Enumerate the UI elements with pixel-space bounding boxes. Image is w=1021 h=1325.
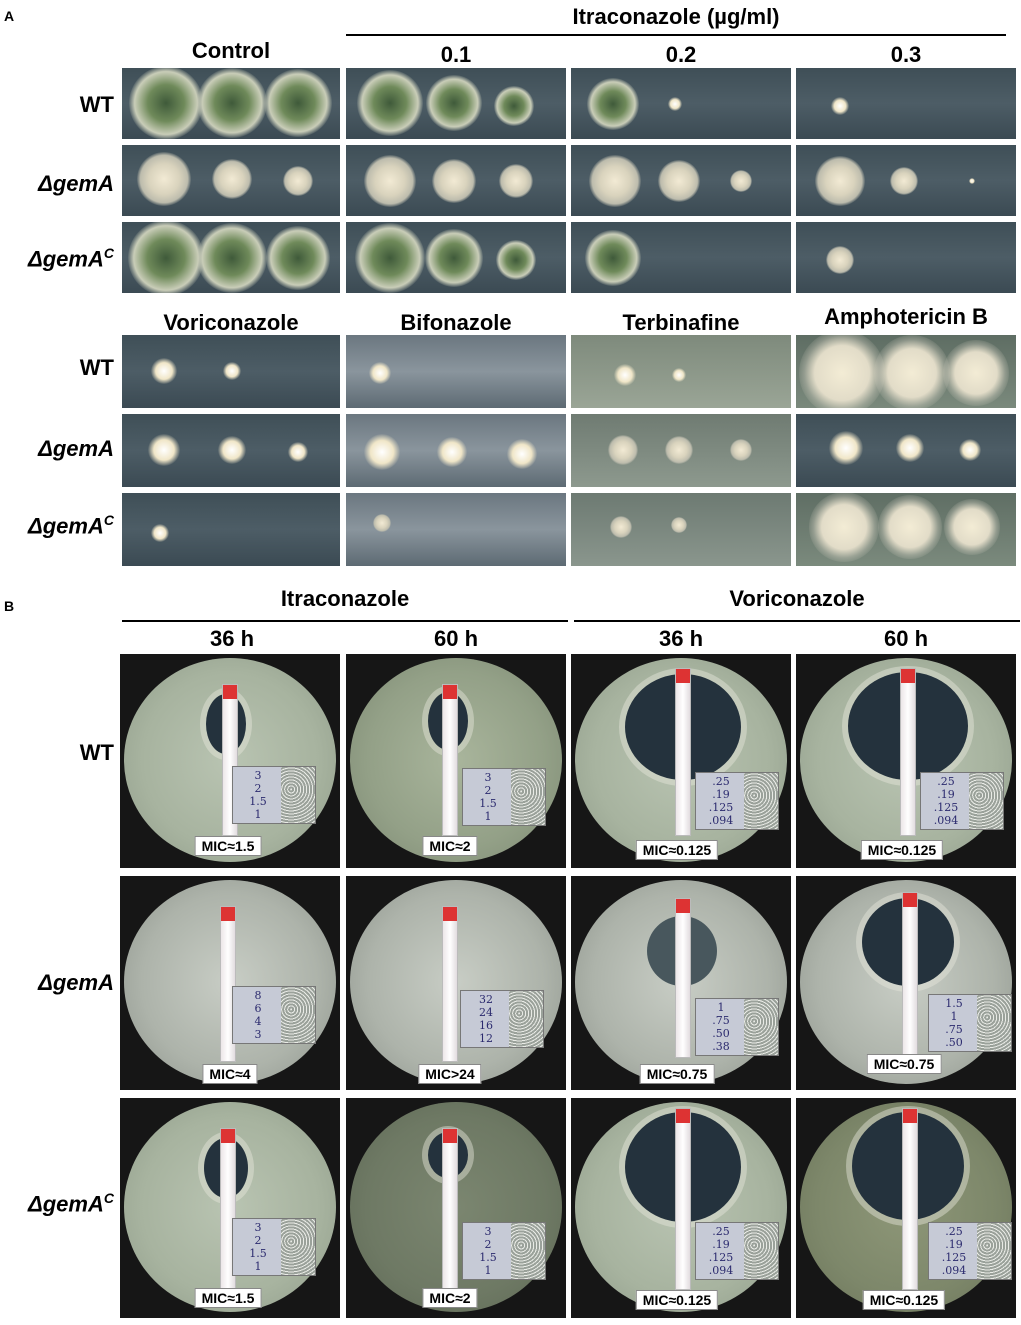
plate-wt-0.2 bbox=[571, 68, 791, 139]
row-label-wt-lower: WT bbox=[79, 355, 114, 380]
panel-b-letter: B bbox=[4, 598, 15, 614]
plate-wt-control bbox=[122, 68, 340, 139]
etest-gema-c-vori-60h: .25.19.125.094 MIC≈0.125 bbox=[796, 1098, 1016, 1318]
itraconazole-rule bbox=[122, 620, 568, 622]
plate-gema-amphotericin-b bbox=[796, 414, 1016, 487]
col-header-terbinafine: Terbinafine bbox=[622, 310, 740, 335]
plate-gema-c-0.2 bbox=[571, 222, 791, 293]
plate-gema-c-amphotericin-b bbox=[796, 493, 1016, 566]
panel-a-letter: A bbox=[4, 8, 15, 24]
etest-wt-vori-36h: .25.19.125.094 MIC≈0.125 bbox=[571, 654, 791, 868]
plate-gema-c-control bbox=[122, 222, 340, 293]
mic-label: MIC≈1.5 bbox=[194, 1288, 262, 1308]
row-label-b-gema: ΔgemA bbox=[38, 970, 114, 995]
plate-gema-control bbox=[122, 145, 340, 216]
col-header-control: Control bbox=[191, 38, 271, 63]
col-header-bifonazole: Bifonazole bbox=[400, 310, 512, 335]
time-header-vori-36h: 36 h bbox=[658, 626, 704, 651]
plate-gema-0.3 bbox=[796, 145, 1016, 216]
etest-gema-vori-36h: 1.75.50.38 MIC≈0.75 bbox=[571, 876, 791, 1090]
mic-label: MIC≈2 bbox=[422, 836, 478, 856]
plate-gema-c-0.3 bbox=[796, 222, 1016, 293]
plate-wt-amphotericin-b bbox=[796, 335, 1016, 408]
plate-wt-voriconazole bbox=[122, 335, 340, 408]
plate-gema-terbinafine bbox=[571, 414, 791, 487]
plate-gema-bifonazole bbox=[346, 414, 566, 487]
plate-gema-c-voriconazole bbox=[122, 493, 340, 566]
plate-wt-0.1 bbox=[346, 68, 566, 139]
itraconazole-header-rule bbox=[346, 34, 1006, 36]
mic-label: MIC≈0.125 bbox=[860, 840, 944, 860]
mic-label: MIC≈0.75 bbox=[639, 1064, 715, 1084]
time-header-vori-60h: 60 h bbox=[883, 626, 929, 651]
etest-wt-vori-60h: .25.19.125.094 MIC≈0.125 bbox=[796, 654, 1016, 868]
col-header-0.2: 0.2 bbox=[665, 42, 697, 67]
plate-gema-0.1 bbox=[346, 145, 566, 216]
itraconazole-concentration-header: Itraconazole (µg/ml) bbox=[572, 4, 780, 29]
plate-gema-c-bifonazole bbox=[346, 493, 566, 566]
row-label-b-gema-c: ΔgemAC bbox=[27, 1190, 114, 1217]
col-header-amphotericin-b: Amphotericin B bbox=[824, 304, 988, 329]
etest-gema-c-vori-36h: .25.19.125.094 MIC≈0.125 bbox=[571, 1098, 791, 1318]
mic-label: MIC>24 bbox=[418, 1064, 482, 1084]
plate-wt-terbinafine bbox=[571, 335, 791, 408]
plate-gema-c-terbinafine bbox=[571, 493, 791, 566]
row-label-wt: WT bbox=[79, 92, 114, 117]
col-header-0.1: 0.1 bbox=[440, 42, 472, 67]
plate-wt-bifonazole bbox=[346, 335, 566, 408]
plate-gema-voriconazole bbox=[122, 414, 340, 487]
row-label-b-wt: WT bbox=[79, 740, 114, 765]
col-header-0.3: 0.3 bbox=[890, 42, 922, 67]
col-header-voriconazole: Voriconazole bbox=[163, 310, 299, 335]
plate-wt-0.3 bbox=[796, 68, 1016, 139]
voriconazole-rule bbox=[574, 620, 1020, 622]
plate-gema-0.2 bbox=[571, 145, 791, 216]
row-label-gema-lower: ΔgemA bbox=[38, 436, 114, 461]
mic-label: MIC≈2 bbox=[422, 1288, 478, 1308]
mic-label: MIC≈0.125 bbox=[635, 1290, 719, 1310]
row-label-gema: ΔgemA bbox=[38, 171, 114, 196]
row-label-gema-c: ΔgemAC bbox=[27, 245, 114, 272]
drug-header-itraconazole: Itraconazole bbox=[280, 586, 410, 611]
row-label-gema-c-lower: ΔgemAC bbox=[27, 512, 114, 539]
mic-label: MIC≈0.75 bbox=[866, 1054, 942, 1074]
plate-gema-c-0.1 bbox=[346, 222, 566, 293]
time-header-itra-60h: 60 h bbox=[433, 626, 479, 651]
drug-header-voriconazole: Voriconazole bbox=[729, 586, 865, 611]
mic-label: MIC≈4 bbox=[202, 1064, 258, 1084]
mic-label: MIC≈0.125 bbox=[862, 1290, 946, 1310]
mic-label: MIC≈1.5 bbox=[194, 836, 262, 856]
time-header-itra-36h: 36 h bbox=[209, 626, 255, 651]
mic-label: MIC≈0.125 bbox=[635, 840, 719, 860]
